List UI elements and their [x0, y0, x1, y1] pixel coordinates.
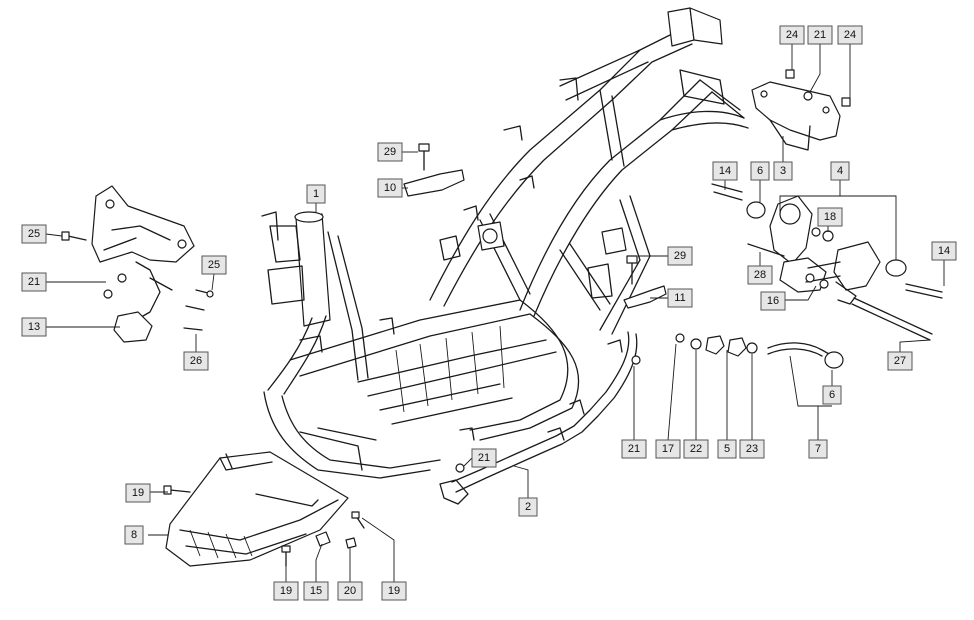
- callout-14-top: 14: [712, 161, 738, 181]
- svg-text:14: 14: [719, 165, 731, 177]
- svg-text:26: 26: [190, 355, 202, 367]
- callout-15: 15: [303, 581, 329, 601]
- svg-text:25: 25: [28, 228, 40, 240]
- callout-6-hose: 6: [822, 385, 842, 405]
- callout-29-right: 29: [667, 246, 693, 266]
- svg-text:19: 19: [132, 487, 144, 499]
- callout-24-right: 24: [837, 25, 863, 45]
- callout-25-right: 25: [201, 255, 227, 275]
- callout-19-bottom: 19: [273, 581, 299, 601]
- svg-text:28: 28: [754, 269, 766, 281]
- svg-text:4: 4: [837, 165, 843, 177]
- svg-text:8: 8: [131, 529, 137, 541]
- svg-text:19: 19: [388, 585, 400, 597]
- svg-text:3: 3: [780, 165, 786, 177]
- callout-17: 17: [655, 439, 681, 459]
- callout-16: 16: [760, 291, 786, 311]
- svg-text:22: 22: [690, 443, 702, 455]
- svg-text:29: 29: [674, 250, 686, 262]
- svg-text:27: 27: [894, 355, 906, 367]
- svg-text:6: 6: [829, 389, 835, 401]
- callout-2: 2: [518, 497, 538, 517]
- callout-23: 23: [739, 439, 765, 459]
- callout-4: 4: [830, 161, 850, 181]
- svg-text:19: 19: [280, 585, 292, 597]
- callout-11: 11: [667, 288, 693, 308]
- svg-text:21: 21: [814, 29, 826, 41]
- callout-3: 3: [773, 161, 793, 181]
- svg-text:7: 7: [815, 443, 821, 455]
- svg-text:23: 23: [746, 443, 758, 455]
- callout-18: 18: [817, 207, 843, 227]
- engine-bracket: [91, 185, 195, 343]
- callout-21-left: 21: [21, 272, 47, 292]
- side-stand: [439, 331, 638, 505]
- svg-text:16: 16: [767, 295, 779, 307]
- svg-text:18: 18: [824, 211, 836, 223]
- svg-text:15: 15: [310, 585, 322, 597]
- svg-text:21: 21: [628, 443, 640, 455]
- svg-text:21: 21: [28, 276, 40, 288]
- svg-text:1: 1: [313, 188, 319, 200]
- rear-bracket: [751, 81, 841, 151]
- callout-20: 20: [337, 581, 363, 601]
- callout-21-top: 21: [807, 25, 833, 45]
- svg-text:24: 24: [786, 29, 798, 41]
- svg-text:5: 5: [724, 443, 730, 455]
- leader-lines: [45, 44, 945, 582]
- svg-text:17: 17: [662, 443, 674, 455]
- svg-text:24: 24: [844, 29, 856, 41]
- callout-29-top: 29: [377, 142, 403, 162]
- callout-6-top: 6: [750, 161, 770, 181]
- callout-21-middle: 21: [621, 439, 647, 459]
- svg-text:20: 20: [344, 585, 356, 597]
- svg-text:14: 14: [938, 245, 950, 257]
- callout-10: 10: [377, 178, 403, 198]
- callout-22: 22: [683, 439, 709, 459]
- belly-pan: [165, 451, 349, 567]
- callout-7: 7: [808, 439, 828, 459]
- svg-text:25: 25: [208, 259, 220, 271]
- callout-14-right: 14: [931, 241, 957, 261]
- svg-text:10: 10: [384, 182, 396, 194]
- svg-text:29: 29: [384, 146, 396, 158]
- callout-19-left: 19: [125, 483, 151, 503]
- svg-text:11: 11: [674, 292, 685, 304]
- callout-26: 26: [183, 351, 209, 371]
- callout-27: 27: [887, 351, 913, 371]
- callout-25-left: 25: [21, 224, 47, 244]
- svg-text:2: 2: [525, 501, 531, 513]
- svg-text:6: 6: [757, 165, 763, 177]
- swing-arm-link: [769, 195, 907, 305]
- svg-text:21: 21: [478, 452, 490, 464]
- callout-5: 5: [717, 439, 737, 459]
- callout-19-right: 19: [381, 581, 407, 601]
- callout-8: 8: [124, 525, 144, 545]
- callout-1: 1: [306, 184, 326, 204]
- callout-24-left: 24: [779, 25, 805, 45]
- callout-13: 13: [21, 317, 47, 337]
- svg-text:13: 13: [28, 321, 40, 333]
- main-frame: [261, 7, 749, 479]
- callout-28: 28: [747, 265, 773, 285]
- callout-21-stand: 21: [471, 448, 497, 468]
- small-hardware: [61, 69, 943, 567]
